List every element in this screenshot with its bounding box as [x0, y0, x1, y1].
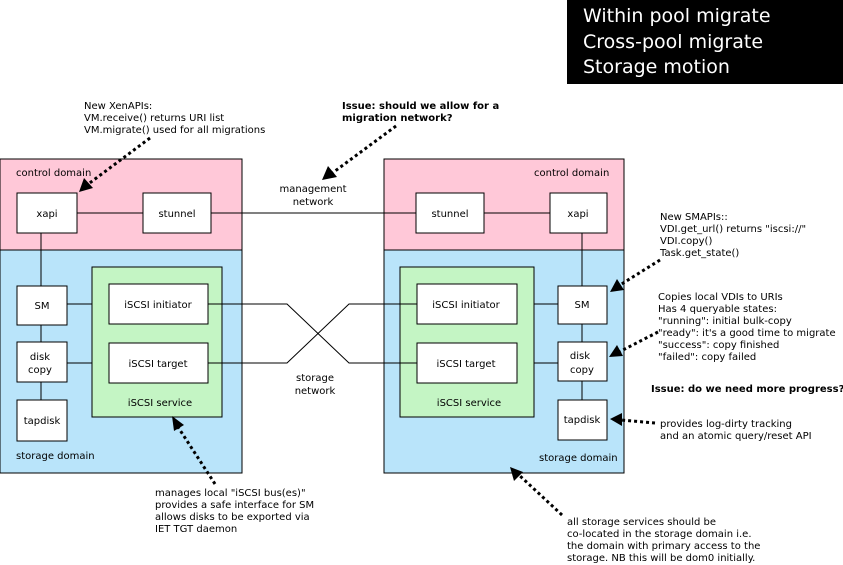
- left-tapdisk-label: tapdisk: [24, 416, 61, 427]
- left-sm-box: [16, 285, 68, 326]
- title-line-1: Within pool migrate: [583, 5, 771, 27]
- left-iscsi-initiator-label: iSCSI initiator: [124, 300, 192, 311]
- left-xapi-label: xapi: [36, 209, 57, 220]
- iscsi-note-line-4: IET TGT daemon: [155, 524, 237, 535]
- iscsi-note-arrowhead: [172, 416, 184, 431]
- right-disk-copy-label-1: disk: [570, 351, 590, 362]
- tapdisk-arrow: [620, 418, 656, 425]
- tapdisk-arrowhead: [610, 413, 622, 426]
- title-line-2: Cross-pool migrate: [583, 31, 763, 53]
- right-xapi-label: xapi: [567, 209, 588, 220]
- title-box: [567, 0, 843, 84]
- storage-note-line-4: storage. NB this will be dom0 initially.: [567, 553, 755, 564]
- migration-issue-arrowhead: [322, 166, 337, 180]
- right-disk-copy-label-2: copy: [570, 365, 594, 376]
- left-iscsi-target-box: [108, 342, 209, 384]
- iscsi-note-line-1: manages local "iSCSI bus(es)": [155, 488, 306, 499]
- right-storage-domain-label: storage domain: [539, 453, 618, 464]
- right-sm-box: [557, 285, 608, 325]
- tapdisk-note-line-2: and an atomic query/reset API: [660, 431, 812, 442]
- storage-note-arrow: [517, 473, 564, 517]
- right-control-domain-label: control domain: [534, 168, 609, 179]
- iscsi-note-arrow: [176, 426, 217, 485]
- xenapis-arrowhead: [79, 178, 93, 192]
- copies-arrow: [618, 330, 659, 354]
- right-stunnel-box: [415, 192, 485, 234]
- storage-link-left-target-to-right-initiator: [208, 303, 417, 364]
- management-network-label-2: network: [293, 197, 334, 208]
- copies-note-line-1: Copies local VDIs to URIs: [658, 292, 783, 303]
- left-storage-domain-label: storage domain: [16, 451, 95, 462]
- iscsi-note-line-2: provides a safe interface for SM: [155, 500, 314, 511]
- copies-arrowhead: [609, 345, 623, 357]
- xenapis-arrow: [86, 136, 151, 187]
- left-iscsi-target-label: iSCSI target: [129, 359, 188, 370]
- smapis-note-line-3: VDI.copy(): [660, 236, 712, 247]
- right-disk-copy-box: [557, 341, 608, 382]
- left-iscsi-service-label: iSCSI service: [128, 398, 192, 409]
- iscsi-note-line-3: allows disks to be exported via: [155, 512, 310, 523]
- right-sm-label: SM: [575, 300, 590, 311]
- smapis-arrow: [619, 258, 661, 287]
- right-stunnel-label: stunnel: [431, 209, 468, 220]
- right-iscsi-initiator-label: iSCSI initiator: [432, 300, 500, 311]
- migration-issue-line-1: Issue: should we allow for a: [342, 101, 499, 112]
- right-xapi-box: [549, 192, 608, 234]
- xenapis-note-line-3: VM.migrate() used for all migrations: [84, 125, 265, 136]
- smapis-note-line-1: New SMAPIs::: [660, 212, 728, 223]
- copies-note-line-3: "running": initial bulk-copy: [658, 316, 792, 327]
- smapis-note-line-4: Task.get_state(): [659, 248, 739, 259]
- progress-issue: Issue: do we need more progress?: [651, 384, 843, 395]
- tapdisk-note-line-1: provides log-dirty tracking: [660, 419, 792, 430]
- left-disk-copy-box: [16, 341, 68, 383]
- storage-note-line-1: all storage services should be: [567, 517, 716, 528]
- storage-note-line-2: co-located in the storage domain i.e.: [567, 529, 752, 540]
- management-network-label-1: management: [280, 184, 347, 195]
- right-tapdisk-box: [557, 399, 608, 441]
- storage-network-label-2: network: [295, 386, 336, 397]
- left-stunnel-label: stunnel: [158, 209, 195, 220]
- left-control-domain-label: control domain: [16, 168, 91, 179]
- left-disk-copy-label-1: disk: [30, 352, 50, 363]
- right-iscsi-service-label: iSCSI service: [437, 398, 501, 409]
- left-iscsi-initiator-box: [108, 283, 209, 325]
- xenapis-note-line-2: VM.receive() returns URI list: [84, 113, 224, 124]
- left-tapdisk-box: [16, 399, 68, 442]
- storage-note-arrowhead: [510, 467, 523, 481]
- copies-note-line-5: "success": copy finished: [658, 340, 779, 351]
- right-tapdisk-label: tapdisk: [564, 415, 601, 426]
- left-xapi-box: [16, 192, 78, 234]
- smapis-arrowhead: [610, 279, 624, 292]
- left-host: control domain storage domain xapi stunn…: [0, 158, 243, 474]
- copies-note-line-6: "failed": copy failed: [658, 352, 756, 363]
- xenapis-note-line-1: New XenAPIs:: [84, 101, 152, 112]
- right-host: control domain storage domain stunnel xa…: [383, 158, 625, 474]
- migration-issue-arrow: [330, 124, 397, 176]
- migration-issue-line-2: migration network?: [342, 113, 453, 124]
- copies-note-line-4: "ready": it's a good time to migrate: [658, 328, 836, 339]
- copies-note-line-2: Has 4 queryable states:: [658, 304, 777, 315]
- right-iscsi-target-box: [416, 342, 518, 384]
- storage-network-label-1: storage: [296, 373, 334, 384]
- storage-note-line-3: the domain with primary access to the: [567, 541, 760, 552]
- title-line-3: Storage motion: [583, 56, 730, 78]
- smapis-note-line-2: VDI.get_url() returns "iscsi://": [660, 224, 806, 235]
- right-iscsi-target-label: iSCSI target: [437, 359, 496, 370]
- left-sm-label: SM: [35, 301, 50, 312]
- left-disk-copy-label-2: copy: [28, 365, 52, 376]
